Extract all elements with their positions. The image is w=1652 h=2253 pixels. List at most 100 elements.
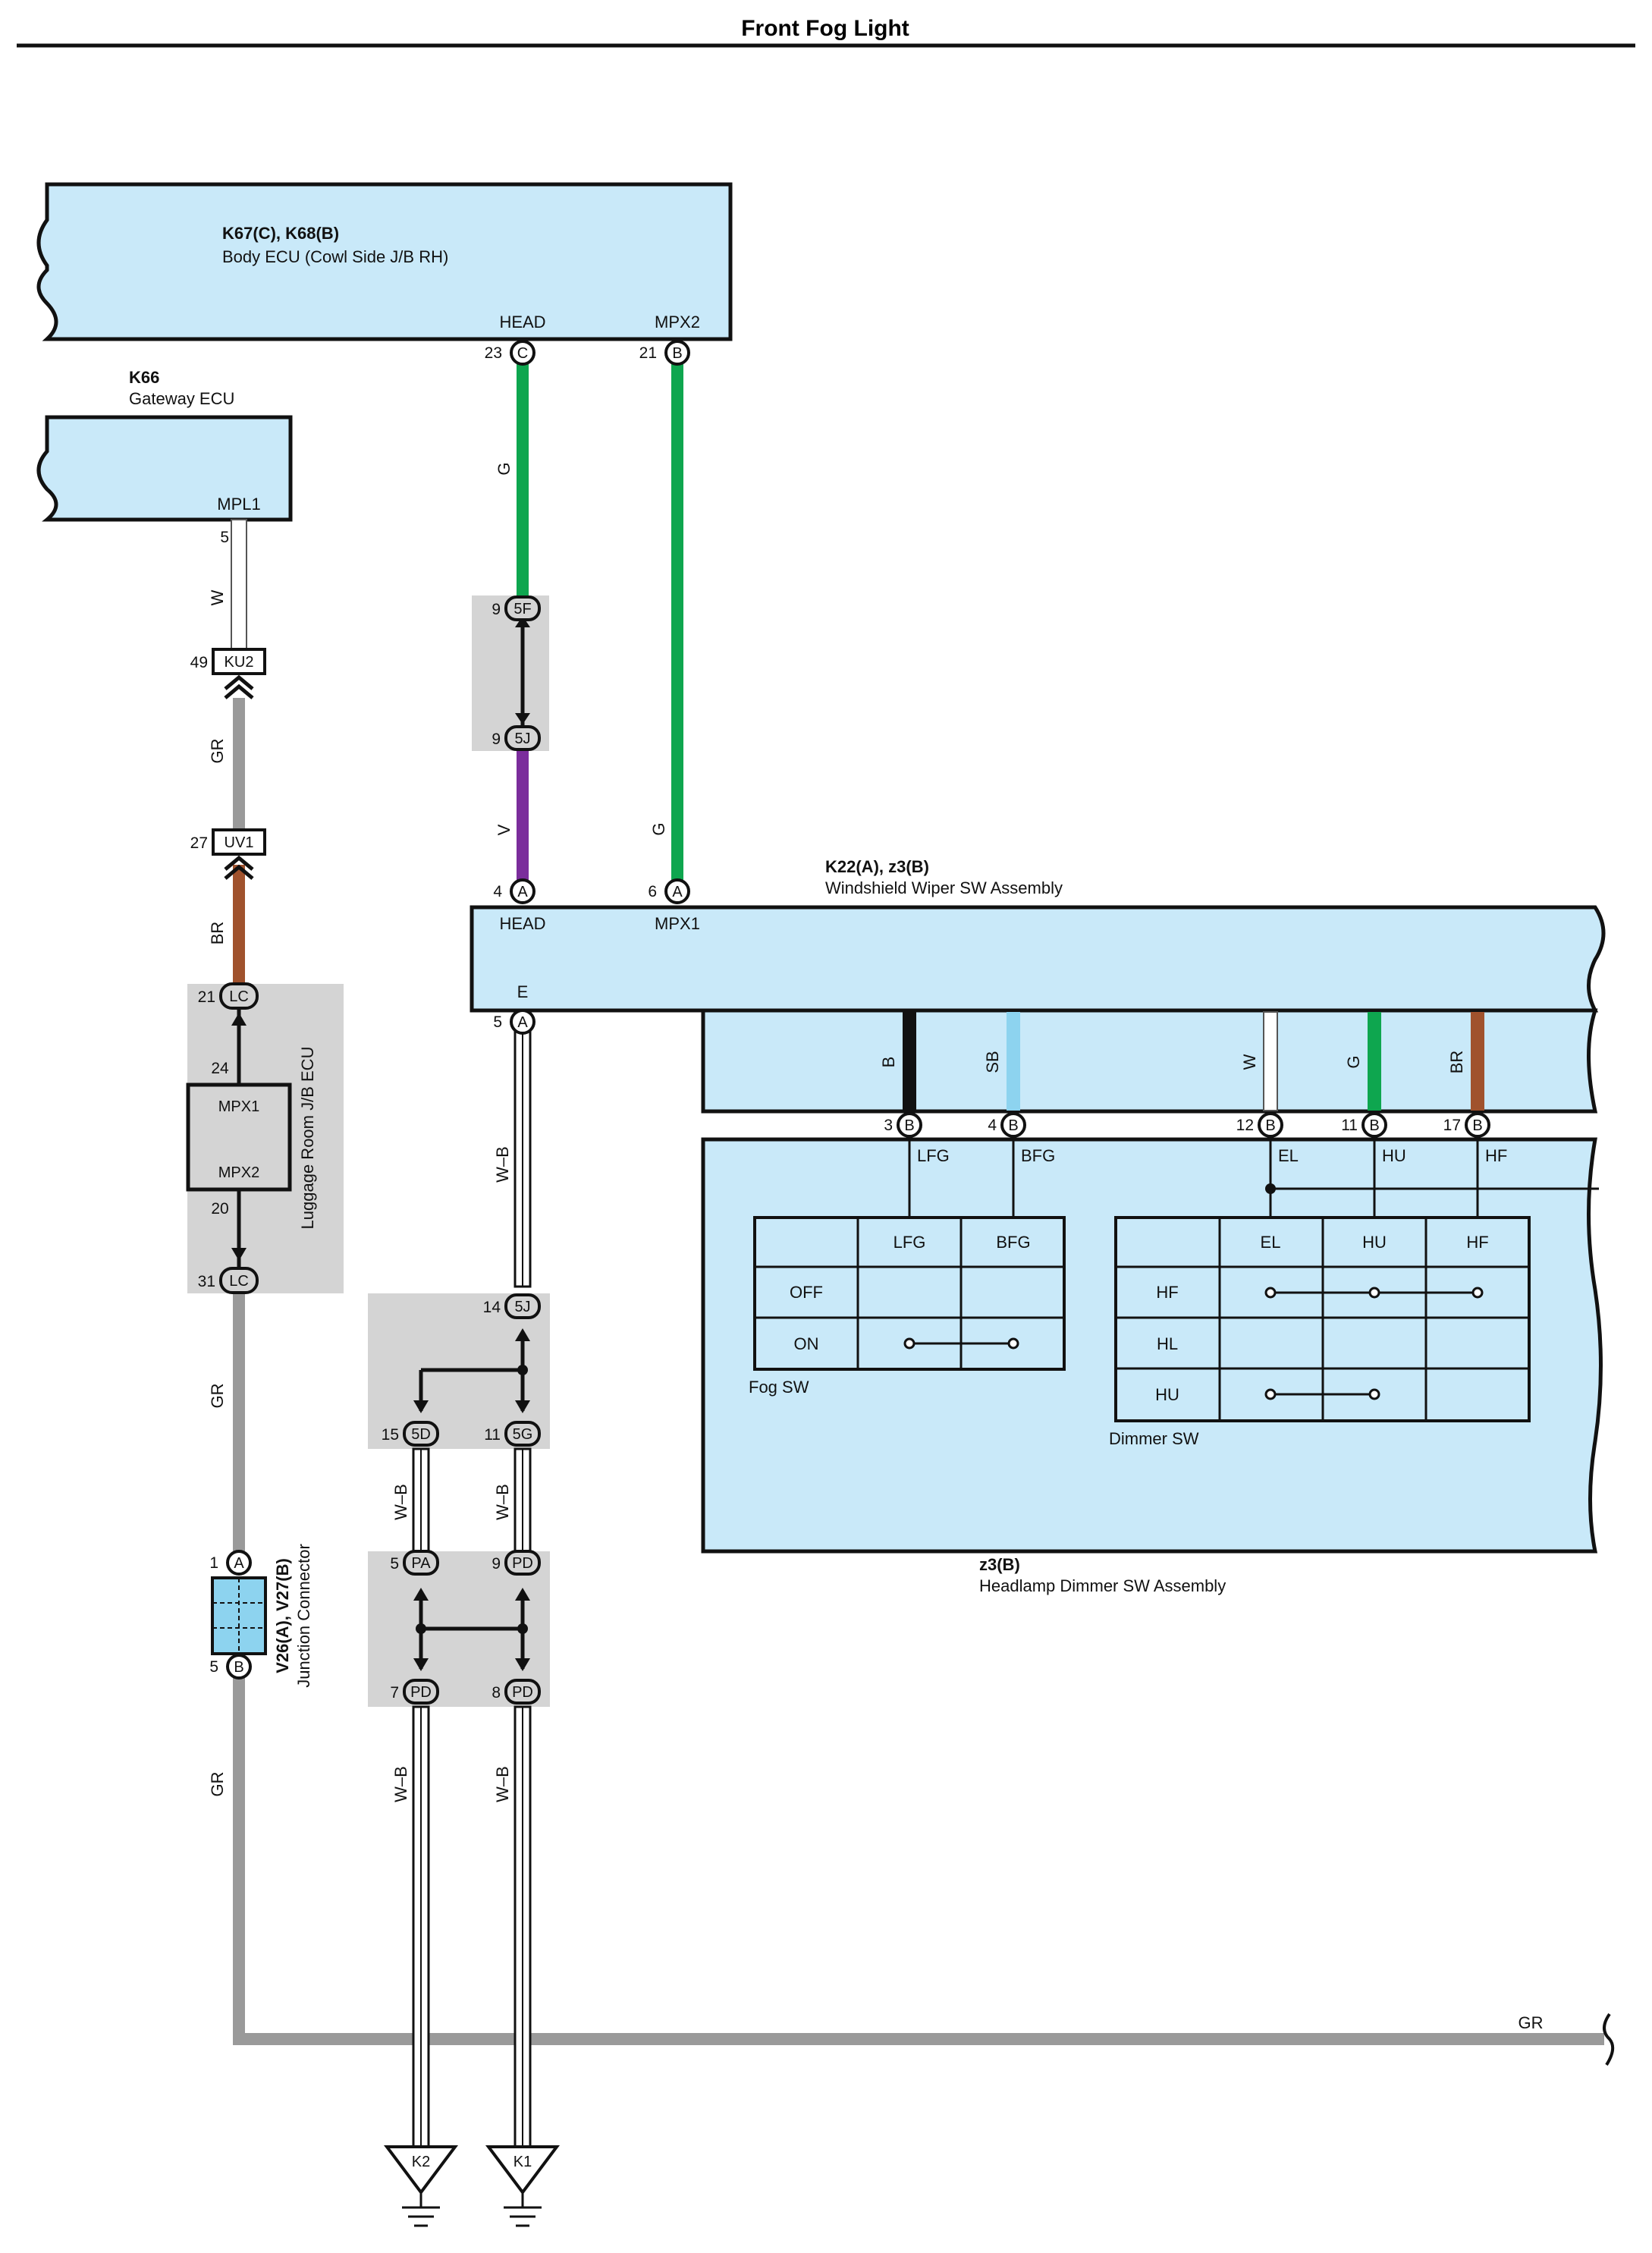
d5-num: 15: [382, 1426, 399, 1444]
terminal-wiper-head: A: [510, 878, 535, 904]
wire-break: [1603, 2013, 1615, 2066]
lc1-num: 21: [198, 988, 215, 1006]
fog-row-on: ON: [794, 1334, 819, 1353]
dimmer-wire-label-hu: G: [1344, 1055, 1363, 1068]
svg-text:5J: 5J: [514, 1299, 530, 1315]
wire-label-g2: G: [649, 822, 668, 835]
wire-label-wb1: W–B: [493, 1146, 512, 1183]
dimmer-pin-label-lfg: LFG: [917, 1146, 950, 1165]
dimmer-terminal-num-hu: 11: [1341, 1117, 1358, 1134]
svg-text:B: B: [234, 1659, 243, 1676]
body-ecu-pin-head: HEAD: [499, 313, 545, 332]
dimmer-row-hu: HU: [1155, 1385, 1179, 1404]
svg-text:5G: 5G: [513, 1426, 533, 1443]
pd3-num: 8: [492, 1684, 501, 1702]
dimmer-sw-name: Dimmer SW: [1109, 1429, 1199, 1448]
svg-text:LC: LC: [229, 1273, 249, 1290]
terminal-lc2: LC: [219, 1267, 259, 1294]
dimmer-wire-lfg: [903, 1012, 916, 1111]
junction-code: V26(A), V27(B): [273, 1558, 292, 1673]
dimmer-header-el: EL: [1261, 1233, 1281, 1252]
svg-text:PD: PD: [410, 1684, 432, 1701]
chevron-uv1: [224, 855, 254, 880]
connector-ku2: [212, 648, 266, 675]
terminal-body-head: C: [510, 340, 535, 366]
dimmer-terminal-num-bfg: 4: [988, 1117, 997, 1134]
wiper-head-num: 4: [493, 883, 502, 900]
gateway-ecu-box: [36, 415, 293, 522]
dimmer-wire-el: [1263, 1011, 1278, 1111]
splice-5j-area: [413, 1328, 530, 1413]
junction-a-num: 1: [209, 1554, 218, 1572]
dimmer-pin-label-bfg: BFG: [1021, 1146, 1055, 1165]
dimmer-header-hf: HF: [1466, 1233, 1488, 1252]
dimmer-terminal-num-el: 12: [1236, 1117, 1254, 1134]
dimmer-wire-label-lfg: B: [879, 1057, 898, 1068]
fog-header-bfg: BFG: [996, 1233, 1030, 1252]
uv1-num: 27: [190, 834, 208, 852]
dimmer-wire-hu: [1368, 1012, 1381, 1111]
arrow-lc2: [231, 1248, 247, 1261]
wiper-mpx1-num: 6: [648, 883, 657, 900]
body-ecu-pin-mpx2: MPX2: [655, 313, 700, 332]
wire-label-gr4: GR: [1519, 2013, 1544, 2032]
dimmer-wire-bfg: [1007, 1012, 1020, 1111]
dimmer-sw-table: [1114, 1216, 1531, 1422]
body-ecu-code: K67(C), K68(B): [222, 224, 339, 243]
dimmer-internal-wiring: [908, 1138, 1599, 1218]
dimmer-terminal-bfg: [1000, 1112, 1026, 1138]
dimmer-terminal-hu: [1361, 1112, 1387, 1138]
terminal-junction-a: A: [226, 1550, 252, 1576]
splice-pd-area: [413, 1588, 530, 1671]
arrow-5j: [515, 713, 530, 724]
dimmer-pin-label-hf: HF: [1485, 1146, 1507, 1165]
wire-label-gr1: GR: [208, 739, 227, 764]
dimmer-terminal-conn-lfg: B: [904, 1117, 914, 1134]
terminal-pa: PA: [403, 1550, 439, 1576]
gateway-ecu-pin: MPL1: [217, 495, 260, 514]
svg-text:5J: 5J: [514, 731, 530, 747]
terminal-pd3: PD: [504, 1679, 541, 1705]
wire-label-gr3: GR: [208, 1772, 227, 1797]
body-mpx2-num: 21: [639, 344, 657, 362]
dimmer-terminal-el: [1258, 1112, 1283, 1138]
pa-num: 5: [390, 1555, 399, 1573]
terminal-5j-b: 5J: [504, 1293, 541, 1319]
dimmer-terminal-hf: [1465, 1112, 1490, 1138]
fog-header-lfg: LFG: [894, 1233, 926, 1252]
gateway-ecu-name: Gateway ECU: [129, 389, 234, 408]
wire-label-gr2: GR: [208, 1384, 227, 1409]
junction-b-num: 5: [209, 1658, 218, 1676]
terminal-wiper-mpx1: A: [664, 878, 690, 904]
terminal-body-mpx2: B: [664, 340, 690, 366]
wiper-pin-mpx1: MPX1: [655, 914, 700, 933]
wiper-pin-e: E: [517, 982, 529, 1001]
terminal-wiper-e: A: [510, 1009, 535, 1035]
terminal-lc1: LC: [219, 982, 259, 1010]
body-head-num: 23: [485, 344, 502, 362]
arrow-lc1: [231, 1013, 247, 1026]
wire-wb-group: [412, 1020, 532, 2156]
wire-label-v: V: [495, 824, 514, 835]
dimmer-pin-label-hu: HU: [1382, 1146, 1406, 1165]
page-title: Front Fog Light: [741, 16, 909, 41]
luggage-n24: 24: [211, 1060, 229, 1077]
wiper-name: Windshield Wiper SW Assembly: [825, 878, 1063, 897]
wiper-e-num: 5: [493, 1013, 502, 1031]
luggage-mpx2: MPX2: [218, 1164, 259, 1181]
svg-text:5D: 5D: [411, 1426, 431, 1443]
gateway-pin-num: 5: [220, 529, 229, 546]
dimmer-terminal-conn-hu: B: [1369, 1117, 1379, 1134]
uv1-label: UV1: [225, 834, 254, 851]
ground-k1-label: K1: [514, 2154, 532, 2170]
ku2-num: 49: [190, 654, 208, 671]
body-ecu-box: [36, 182, 733, 341]
f5-num: 9: [492, 601, 501, 618]
connector-uv1: [212, 828, 266, 856]
svg-text:A: A: [517, 884, 528, 900]
terminal-5g: 5G: [504, 1421, 541, 1447]
fog-sw-name: Fog SW: [749, 1378, 809, 1397]
